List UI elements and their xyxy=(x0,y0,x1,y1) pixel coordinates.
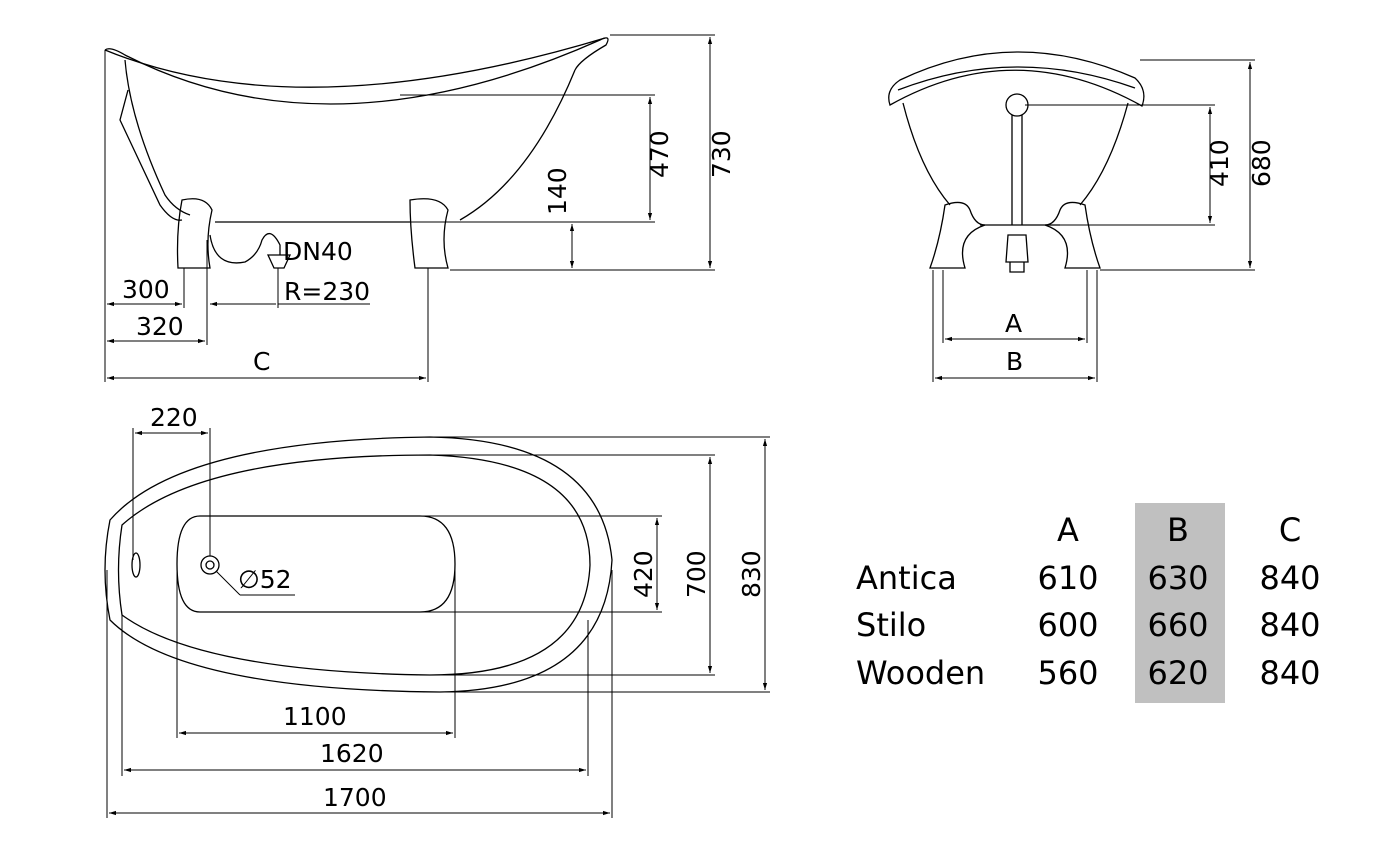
row-name: Wooden xyxy=(856,654,985,692)
dim-420: 420 xyxy=(629,550,658,598)
dim-140: 140 xyxy=(543,167,572,215)
cell-b: 620 xyxy=(1147,654,1208,692)
header-b: B xyxy=(1167,511,1189,549)
model-dimension-table: A B C Antica 610 630 840 Stilo 600 660 8… xyxy=(856,503,1321,703)
dim-1100: 1100 xyxy=(283,702,347,731)
dim-1700: 1700 xyxy=(323,783,387,812)
dim-b: B xyxy=(1006,347,1023,376)
top-view: 220 ∅52 420 700 830 1100 1620 1700 xyxy=(104,403,770,818)
dim-320: 320 xyxy=(136,312,184,341)
row-name: Stilo xyxy=(856,606,926,644)
dim-1620: 1620 xyxy=(320,739,384,768)
row-name: Antica xyxy=(856,559,957,597)
dim-dn40: DN40 xyxy=(283,237,353,266)
cell-b: 630 xyxy=(1147,559,1208,597)
cell-c: 840 xyxy=(1259,654,1320,692)
header-a: A xyxy=(1057,511,1079,549)
cell-c: 840 xyxy=(1259,606,1320,644)
dim-730: 730 xyxy=(707,130,736,178)
table-row: Wooden 560 620 840 xyxy=(856,654,1321,692)
cell-b: 660 xyxy=(1147,606,1208,644)
dim-700: 700 xyxy=(682,550,711,598)
cell-a: 560 xyxy=(1037,654,1098,692)
dim-680: 680 xyxy=(1247,139,1276,187)
dim-diameter-52: ∅52 xyxy=(238,565,292,594)
dim-410: 410 xyxy=(1205,139,1234,187)
dim-a: A xyxy=(1005,309,1022,338)
side-view: 300 320 C DN40 R=230 140 470 730 xyxy=(104,34,736,382)
cell-a: 610 xyxy=(1037,559,1098,597)
rear-foot xyxy=(409,198,449,269)
column-b-highlight xyxy=(1135,503,1225,703)
dim-830: 830 xyxy=(737,550,766,598)
end-view: A B 410 680 xyxy=(888,51,1276,382)
front-foot xyxy=(176,198,213,269)
table-row: Antica 610 630 840 xyxy=(856,559,1321,597)
cell-c: 840 xyxy=(1259,559,1320,597)
table-row: Stilo 600 660 840 xyxy=(856,606,1321,644)
dim-220: 220 xyxy=(150,403,198,432)
dim-300: 300 xyxy=(122,275,170,304)
waste-trap xyxy=(209,233,281,264)
cell-a: 600 xyxy=(1037,606,1098,644)
dim-r230: R=230 xyxy=(284,277,370,306)
dim-c: C xyxy=(253,347,270,376)
dim-470: 470 xyxy=(645,130,674,178)
header-c: C xyxy=(1279,511,1301,549)
